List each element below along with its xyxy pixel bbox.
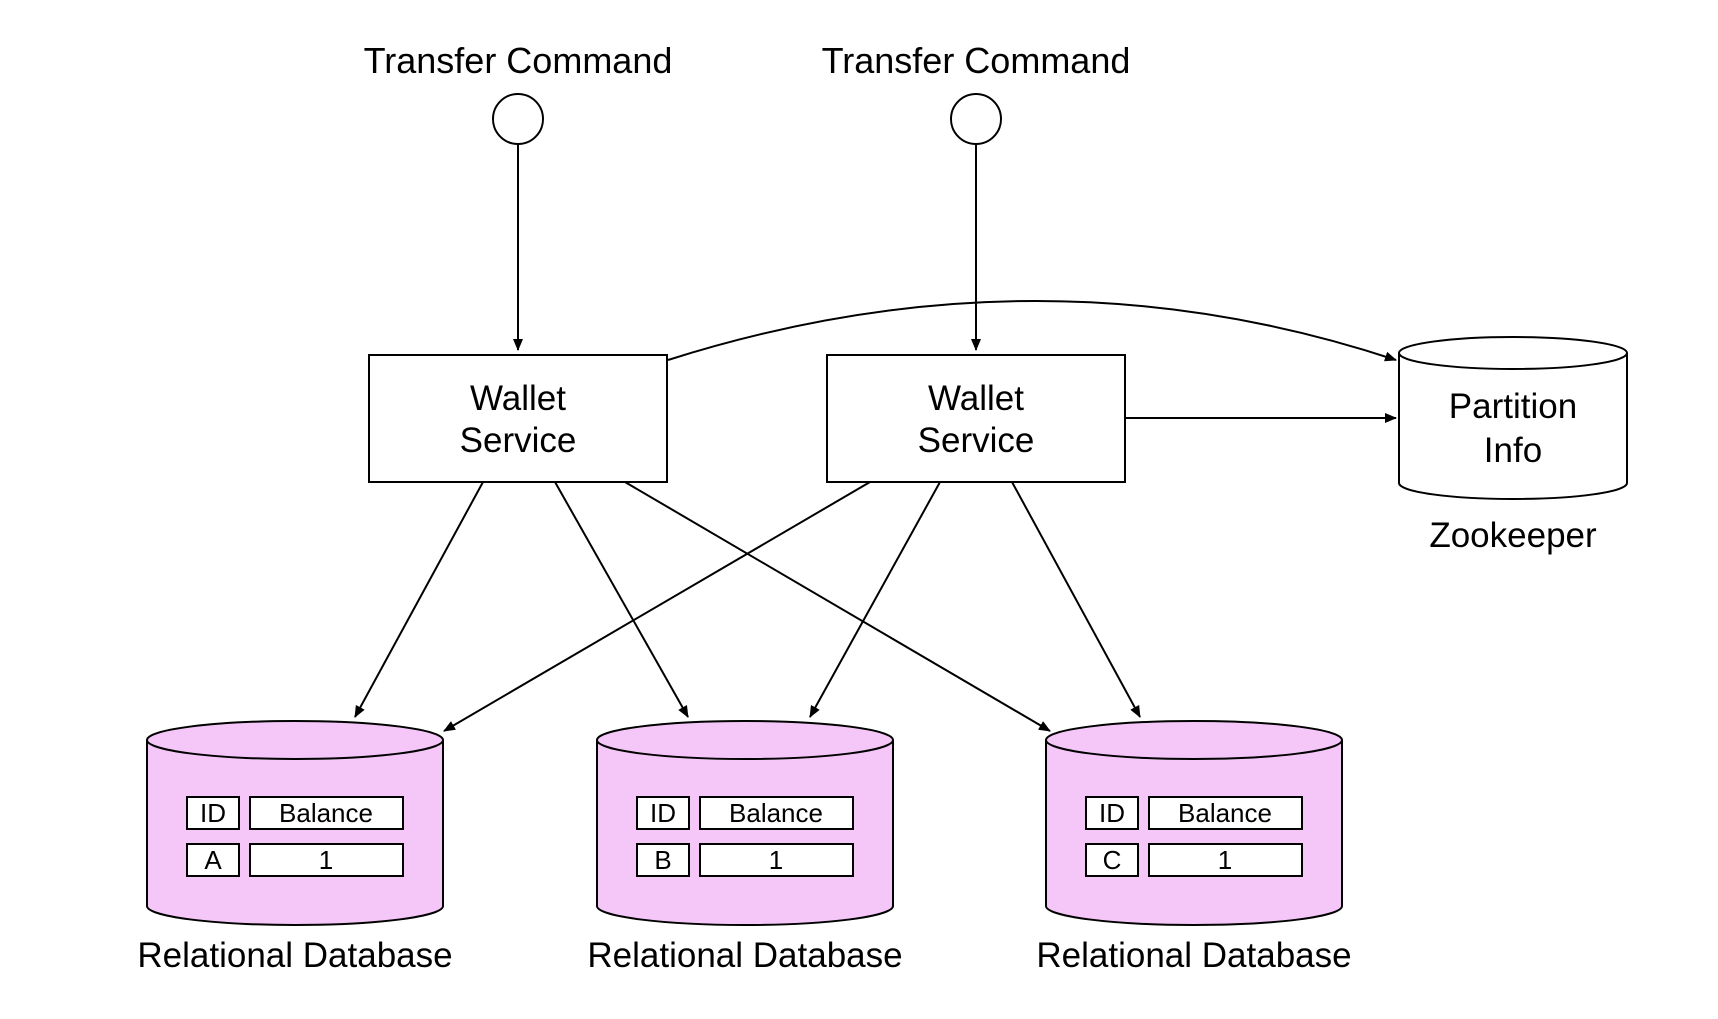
transfer-command-2: Transfer Command <box>822 40 1131 145</box>
id-header-cell <box>1085 796 1139 830</box>
wallet-service-label-line1: Wallet <box>928 379 1024 418</box>
id-value-cell <box>186 843 240 877</box>
relational-database-1: ID Balance A 1 Relational Database <box>137 720 453 975</box>
partition-cylinder-body <box>1398 353 1628 500</box>
transfer-command-label: Transfer Command <box>364 40 673 81</box>
balance-value-cell <box>1148 843 1303 877</box>
wallet-service-label-line2: Service <box>918 421 1035 460</box>
wallet-service-label-line1: Wallet <box>470 379 566 418</box>
arrow-service1-to-partition-info <box>667 300 1397 362</box>
relational-database-2: ID Balance B 1 Relational Database <box>587 720 903 975</box>
transfer-command-1: Transfer Command <box>364 40 673 145</box>
wallet-service-box <box>368 354 668 483</box>
id-value-cell <box>1085 843 1139 877</box>
id-header-text: ID <box>650 798 676 828</box>
database-caption: Relational Database <box>587 936 902 975</box>
wallet-service-box <box>826 354 1126 483</box>
balance-header-text: Balance <box>729 798 823 828</box>
database-cylinder-top <box>1045 720 1343 760</box>
command-entry-circle-icon <box>492 93 544 145</box>
transfer-command-label: Transfer Command <box>822 40 1131 81</box>
id-value-cell <box>636 843 690 877</box>
database-cylinder-body <box>596 740 894 926</box>
balance-table: ID Balance A 1 <box>186 796 404 877</box>
database-cylinder-top <box>146 720 444 760</box>
arrow-service2-to-db3 <box>1011 481 1141 718</box>
wallet-service-1: Wallet Service <box>368 354 668 483</box>
balance-header-cell <box>1148 796 1303 830</box>
balance-table: ID Balance C 1 <box>1085 796 1303 877</box>
id-header-cell <box>186 796 240 830</box>
wallet-service-label-line2: Service <box>460 421 577 460</box>
arrow-service2-to-db2 <box>809 481 941 718</box>
id-header-cell <box>636 796 690 830</box>
partition-info-label-line2: Info <box>1484 431 1542 470</box>
arrow-service1-to-db2 <box>554 481 689 718</box>
id-value-text: C <box>1103 845 1122 875</box>
balance-value-text: 1 <box>1218 845 1232 875</box>
balance-value-text: 1 <box>319 845 333 875</box>
balance-header-text: Balance <box>279 798 373 828</box>
id-value-text: B <box>654 845 671 875</box>
balance-table: ID Balance B 1 <box>636 796 854 877</box>
database-cylinder-body <box>1045 740 1343 926</box>
balance-header-cell <box>699 796 854 830</box>
partition-info-store: Partition Info Zookeeper <box>1398 336 1628 555</box>
partition-info-label-line1: Partition <box>1449 387 1577 426</box>
id-header-text: ID <box>200 798 226 828</box>
relational-database-3: ID Balance C 1 Relational Database <box>1036 720 1352 975</box>
wallet-service-2: Wallet Service <box>826 354 1126 483</box>
database-cylinder-top <box>596 720 894 760</box>
database-cylinder-body <box>146 740 444 926</box>
id-value-text: A <box>204 845 222 875</box>
balance-value-cell <box>699 843 854 877</box>
database-caption: Relational Database <box>137 936 452 975</box>
database-caption: Relational Database <box>1036 936 1351 975</box>
arrow-service1-to-db1 <box>354 481 484 718</box>
partition-cylinder-top <box>1398 336 1628 370</box>
balance-value-cell <box>249 843 404 877</box>
arrow-service1-to-db3 <box>624 481 1051 732</box>
command-entry-circle-icon <box>950 93 1002 145</box>
id-header-text: ID <box>1099 798 1125 828</box>
zookeeper-caption: Zookeeper <box>1429 516 1597 555</box>
balance-header-cell <box>249 796 404 830</box>
connectors <box>354 145 1397 732</box>
arrow-service2-to-db1 <box>443 481 871 732</box>
balance-header-text: Balance <box>1178 798 1272 828</box>
balance-value-text: 1 <box>769 845 783 875</box>
